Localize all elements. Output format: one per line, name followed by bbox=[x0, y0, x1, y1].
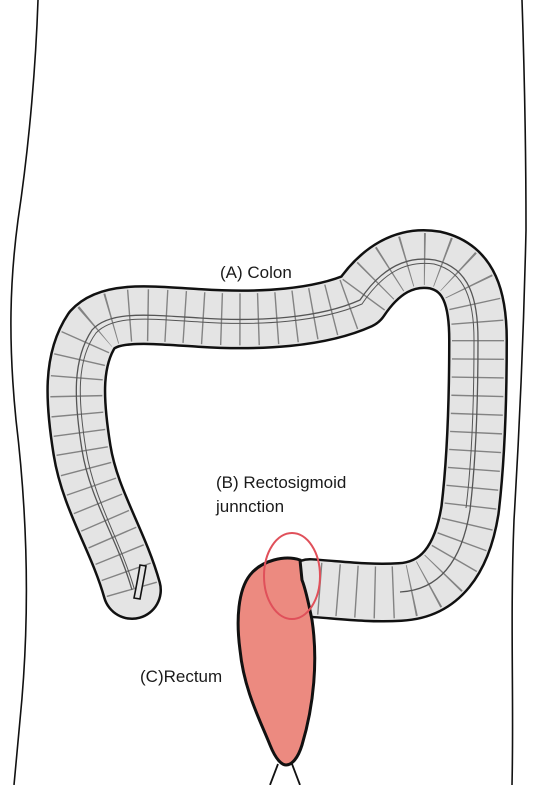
torso-left-outline bbox=[11, 0, 38, 785]
colon-body bbox=[76, 259, 478, 592]
label-colon: (A) Colon bbox=[220, 262, 292, 284]
anal-canal-right bbox=[292, 764, 300, 785]
label-rectosigmoid-line1: (B) Rectosigmoid bbox=[216, 472, 346, 494]
rectum bbox=[238, 558, 315, 785]
anal-canal-left bbox=[270, 764, 278, 785]
torso-right-outline bbox=[512, 0, 526, 785]
label-rectosigmoid-line2: junnction bbox=[216, 496, 284, 518]
colon bbox=[76, 259, 478, 599]
rectum-body bbox=[238, 558, 315, 765]
label-rectum: (C)Rectum bbox=[140, 666, 222, 688]
